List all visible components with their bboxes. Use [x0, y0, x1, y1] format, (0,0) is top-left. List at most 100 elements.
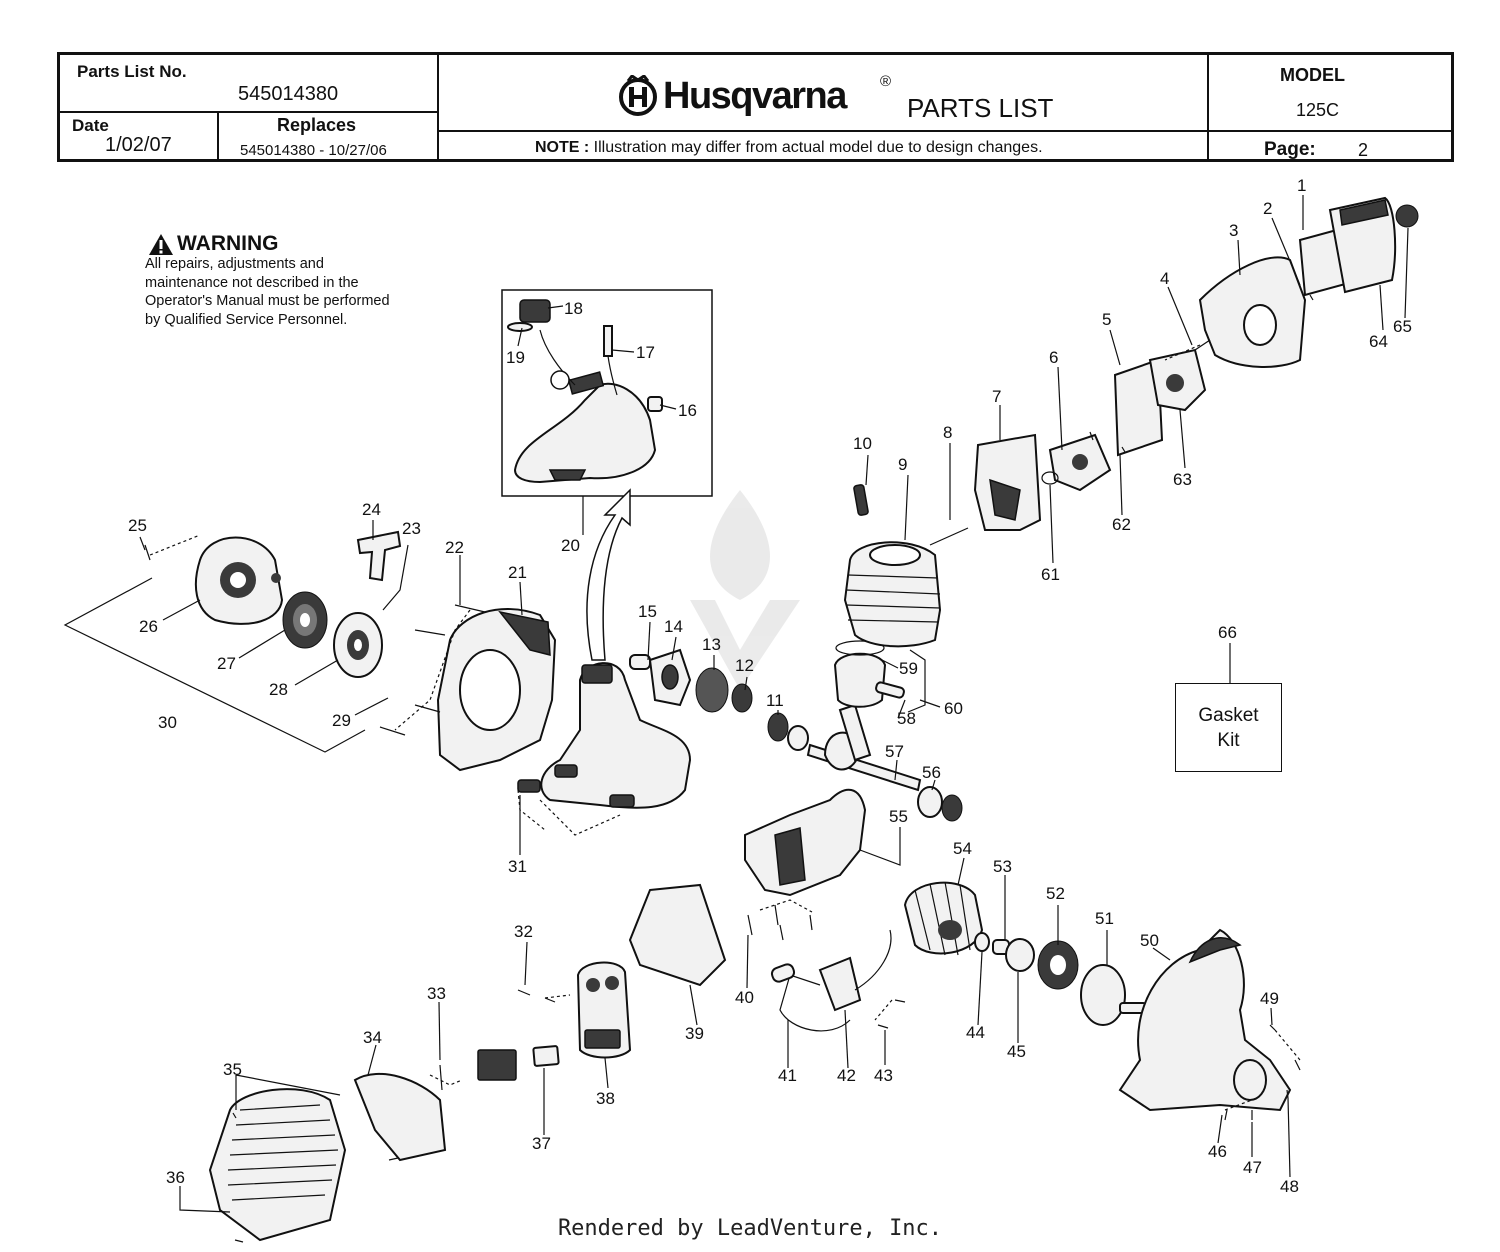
header-divider	[217, 112, 219, 159]
callout-28: 28	[269, 680, 288, 699]
callout-45: 45	[1007, 1042, 1026, 1061]
callout-35: 35	[223, 1060, 242, 1079]
callout-48: 48	[1280, 1177, 1299, 1196]
callout-8: 8	[943, 423, 952, 442]
page-number: 2	[1358, 140, 1369, 160]
callout-7: 7	[992, 387, 1001, 406]
warning-box: WARNING All repairs, adjustments and mai…	[145, 232, 405, 329]
callout-27: 27	[217, 654, 236, 673]
crown-h-icon	[619, 73, 657, 116]
callout-25: 25	[128, 516, 147, 535]
callout-57: 57	[885, 742, 904, 761]
assembly-dashed-lines	[149, 344, 1301, 1111]
callout-16: 16	[678, 401, 697, 420]
spark-arrestor-part	[532, 1045, 560, 1067]
callout-55: 55	[889, 807, 908, 826]
note-label: NOTE :	[535, 139, 590, 156]
assembly-arrow	[586, 488, 631, 661]
spark-plug-part	[853, 484, 869, 516]
crankcase-part	[744, 788, 867, 897]
header-divider	[60, 111, 437, 113]
fan-housing-part	[436, 608, 557, 772]
callout-21: 21	[508, 563, 527, 582]
date-value: 1/02/07	[105, 134, 172, 156]
callout-34: 34	[363, 1028, 382, 1047]
replaces-value: 545014380 - 10/27/06	[240, 142, 387, 159]
callout-9: 9	[898, 455, 907, 474]
o-ring-part	[1041, 471, 1059, 485]
seal-part	[787, 725, 809, 751]
callout-43: 43	[874, 1066, 893, 1085]
crank-seal-part	[917, 786, 943, 818]
note-text: Illustration may differ from actual mode…	[593, 139, 1043, 156]
callout-17: 17	[636, 343, 655, 362]
callout-39: 39	[685, 1024, 704, 1043]
brand-name: Husqvarna	[663, 75, 847, 117]
callout-20: 20	[561, 536, 580, 555]
gasket-kit-line1: Gasket	[1198, 704, 1259, 726]
parts-list-title: PARTS LIST	[907, 93, 1054, 123]
cylinder-part	[843, 541, 942, 648]
callout-42: 42	[837, 1066, 856, 1085]
husqvarna-logo	[618, 73, 658, 122]
callout-18: 18	[564, 299, 583, 318]
screws-group	[144, 294, 1314, 1243]
callout-65: 65	[1393, 317, 1412, 336]
starter-spring-part	[282, 591, 328, 649]
callout-66: 66	[1218, 623, 1237, 642]
clutch-washer-part	[1005, 938, 1035, 972]
air-filter-screen-part	[695, 667, 753, 713]
header-divider	[1207, 55, 1209, 159]
callout-24: 24	[362, 500, 381, 519]
starter-handle-part	[356, 530, 402, 582]
callout-1: 1	[1297, 176, 1306, 195]
model-value: 125C	[1296, 100, 1340, 120]
callout-54: 54	[953, 839, 972, 858]
front-cover-part	[208, 1088, 347, 1242]
callout-31: 31	[508, 857, 527, 876]
callout-29: 29	[332, 711, 351, 730]
callout-62: 62	[1112, 515, 1131, 534]
callout-14: 14	[664, 617, 683, 636]
callout-22: 22	[445, 538, 464, 557]
callout-12: 12	[735, 656, 754, 675]
starter-rope	[382, 544, 409, 611]
warning-title: WARNING	[177, 232, 279, 255]
callout-5: 5	[1102, 310, 1111, 329]
callout-49: 49	[1260, 989, 1279, 1008]
model-label: MODEL	[1280, 65, 1345, 85]
starter-housing-part	[194, 536, 284, 625]
callout-56: 56	[922, 763, 941, 782]
callout-61: 61	[1041, 565, 1060, 584]
callout-26: 26	[139, 617, 158, 636]
parts-list-no: 545014380	[238, 83, 339, 105]
page-label: Page:	[1264, 139, 1316, 160]
fuel-cap-part	[507, 299, 576, 390]
starter-pulley-part	[333, 612, 383, 678]
crankshaft-part	[806, 703, 922, 792]
callout-44: 44	[966, 1023, 985, 1042]
callout-36: 36	[166, 1168, 185, 1187]
callout-53: 53	[993, 857, 1012, 876]
callout-60: 60	[944, 699, 963, 718]
air-filter-housing-part	[1198, 256, 1307, 368]
callout-38: 38	[596, 1089, 615, 1108]
callout-13: 13	[702, 635, 721, 654]
callout-58: 58	[897, 709, 916, 728]
callout-19: 19	[506, 348, 525, 367]
flywheel-part	[903, 881, 984, 956]
footer-credit: Rendered by LeadVenture, Inc.	[557, 1216, 943, 1241]
callout-63: 63	[1173, 470, 1192, 489]
callout-41: 41	[778, 1066, 797, 1085]
callout-51: 51	[1095, 909, 1114, 928]
warning-text: All repairs, adjustments and maintenance…	[145, 256, 390, 328]
callout-23: 23	[402, 519, 421, 538]
callout-4: 4	[1160, 269, 1169, 288]
muffler-plate-part	[477, 1049, 517, 1081]
callout-64: 64	[1369, 332, 1388, 351]
piston-kit-bracket	[907, 649, 926, 713]
heat-shield-part	[628, 883, 727, 987]
callout-33: 33	[427, 984, 446, 1003]
registered-mark: ®	[880, 73, 892, 90]
